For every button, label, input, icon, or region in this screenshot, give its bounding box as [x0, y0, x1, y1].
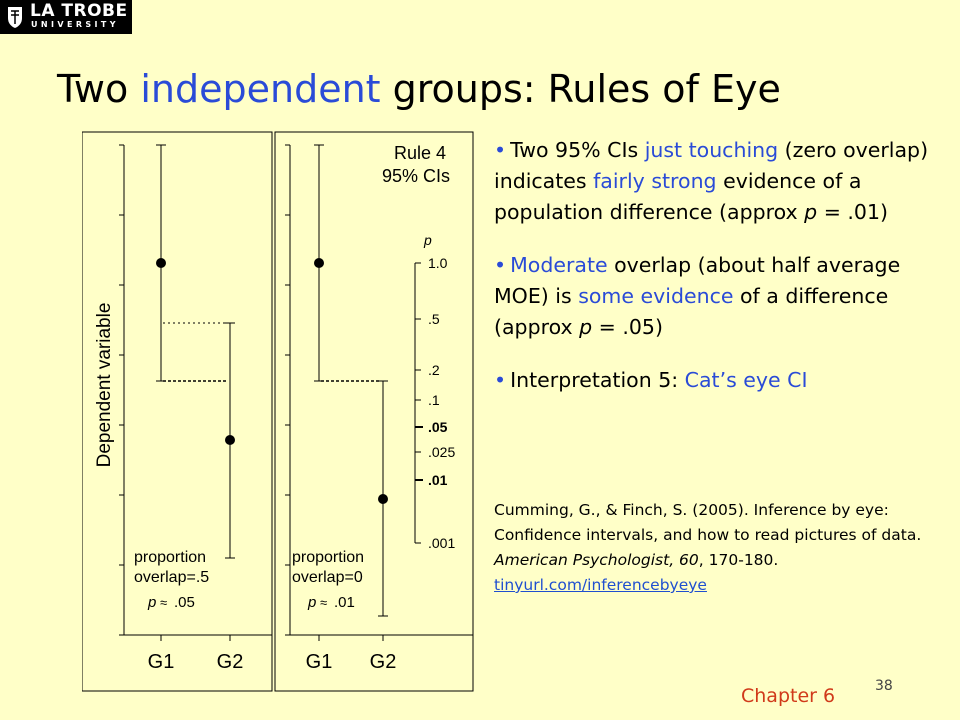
bullet-text-segment: Two 95% CIs: [510, 138, 645, 162]
p-tick-0-01: .01: [428, 472, 448, 488]
p-scale-ticks: [415, 262, 423, 544]
p-tick-0-001: .001: [428, 535, 455, 551]
right-g2-mean-point: [378, 494, 388, 504]
left-g2-mean-point: [225, 435, 235, 445]
title-part-2: groups: Rules of Eye: [380, 67, 781, 111]
right-annotation-line-2: overlap=0: [292, 569, 363, 586]
bullet-text-segment: p: [579, 315, 593, 339]
bullet-item: •Interpretation 5: Cat’s eye CI: [494, 365, 954, 396]
title-highlight: independent: [140, 67, 381, 111]
reference-text-1: Cumming, G., & Finch, S. (2005). Inferen…: [494, 501, 922, 544]
bullet-text-segment: some evidence: [578, 284, 734, 308]
logo-text-secondary: UNIVERSITY: [31, 20, 119, 29]
p-tick-0-05: .05: [428, 419, 448, 435]
chapter-label: Chapter 6: [741, 685, 836, 707]
reference-journal: American Psychologist, 60: [494, 551, 699, 569]
bullet-dot-icon: •: [494, 253, 507, 277]
right-x-label-g2: G2: [370, 651, 397, 673]
right-g1-mean-point: [314, 258, 324, 268]
y-axis-label: Dependent variable: [94, 303, 115, 468]
left-annotation-line-2: overlap=.5: [134, 569, 209, 586]
bullet-text-segment: = .01): [817, 200, 888, 224]
rule-subtitle: 95% CIs: [382, 166, 450, 186]
right-y-ticks: [285, 144, 290, 636]
left-x-label-g2: G2: [217, 651, 244, 673]
bullet-text-segment: just touching: [644, 138, 779, 162]
right-p-label: p: [307, 594, 316, 611]
la-trobe-logo: LA TROBE UNIVERSITY: [0, 0, 132, 34]
reference-citation: Cumming, G., & Finch, S. (2005). Inferen…: [494, 498, 954, 598]
right-approx-sign: ≈: [320, 595, 327, 610]
bullet-item: •Two 95% CIs just touching (zero overlap…: [494, 135, 954, 228]
university-crest-icon: [8, 7, 22, 28]
left-p-value: .05: [174, 594, 195, 611]
bullet-text-segment: p: [804, 200, 818, 224]
bullet-text-segment: Interpretation 5:: [510, 368, 685, 392]
slide-title: Two independent groups: Rules of Eye: [57, 67, 781, 111]
p-tick-0-1: .1: [428, 392, 440, 408]
p-tick-0-2: .2: [428, 362, 440, 378]
rule-title: Rule 4: [394, 143, 446, 163]
p-scale-header: p: [423, 232, 432, 248]
bullet-text-segment: (zero overlap) indicates: [494, 138, 929, 193]
right-x-label-g1: G1: [306, 651, 333, 673]
bullet-text-segment: = .05): [592, 315, 663, 339]
right-p-value: .01: [334, 594, 355, 611]
bullet-text-segment: Moderate: [510, 253, 608, 277]
p-tick-1-0: 1.0: [428, 255, 448, 271]
left-g1-mean-point: [156, 258, 166, 268]
bullet-text-segment: Cat’s eye CI: [684, 368, 808, 392]
reference-link[interactable]: tinyurl.com/inferencebyeye: [494, 576, 707, 594]
left-y-ticks: [119, 144, 124, 636]
page-number: 38: [875, 678, 893, 694]
left-x-label-g1: G1: [148, 651, 175, 673]
bullet-text-segment: of a difference (approx: [494, 284, 889, 339]
bullet-list: •Two 95% CIs just touching (zero overlap…: [494, 135, 954, 418]
bullet-dot-icon: •: [494, 138, 507, 162]
bullet-text-segment: overlap (about half average MOE) is: [494, 253, 901, 308]
bullet-dot-icon: •: [494, 368, 507, 392]
left-p-label: p: [147, 594, 156, 611]
left-approx-sign: ≈: [160, 595, 167, 610]
p-tick-0-025: .025: [428, 444, 455, 460]
right-panel-frame: [274, 131, 474, 692]
right-annotation-line-1: proportion: [292, 549, 364, 566]
reference-text-2: , 170-180.: [698, 551, 779, 569]
rules-of-eye-figure: G1 G2 Dependent variable proportion over…: [82, 131, 474, 692]
left-annotation-line-1: proportion: [134, 549, 206, 566]
bullet-text-segment: fairly strong: [593, 169, 717, 193]
bullet-item: •Moderate overlap (about half average MO…: [494, 250, 954, 343]
p-tick-0-5: .5: [428, 311, 440, 327]
logo-text-primary: LA TROBE: [30, 1, 128, 21]
left-panel-frame: [82, 131, 273, 692]
bullet-text-segment: evidence of a population difference (app…: [494, 169, 862, 224]
title-part-1: Two: [57, 67, 141, 111]
